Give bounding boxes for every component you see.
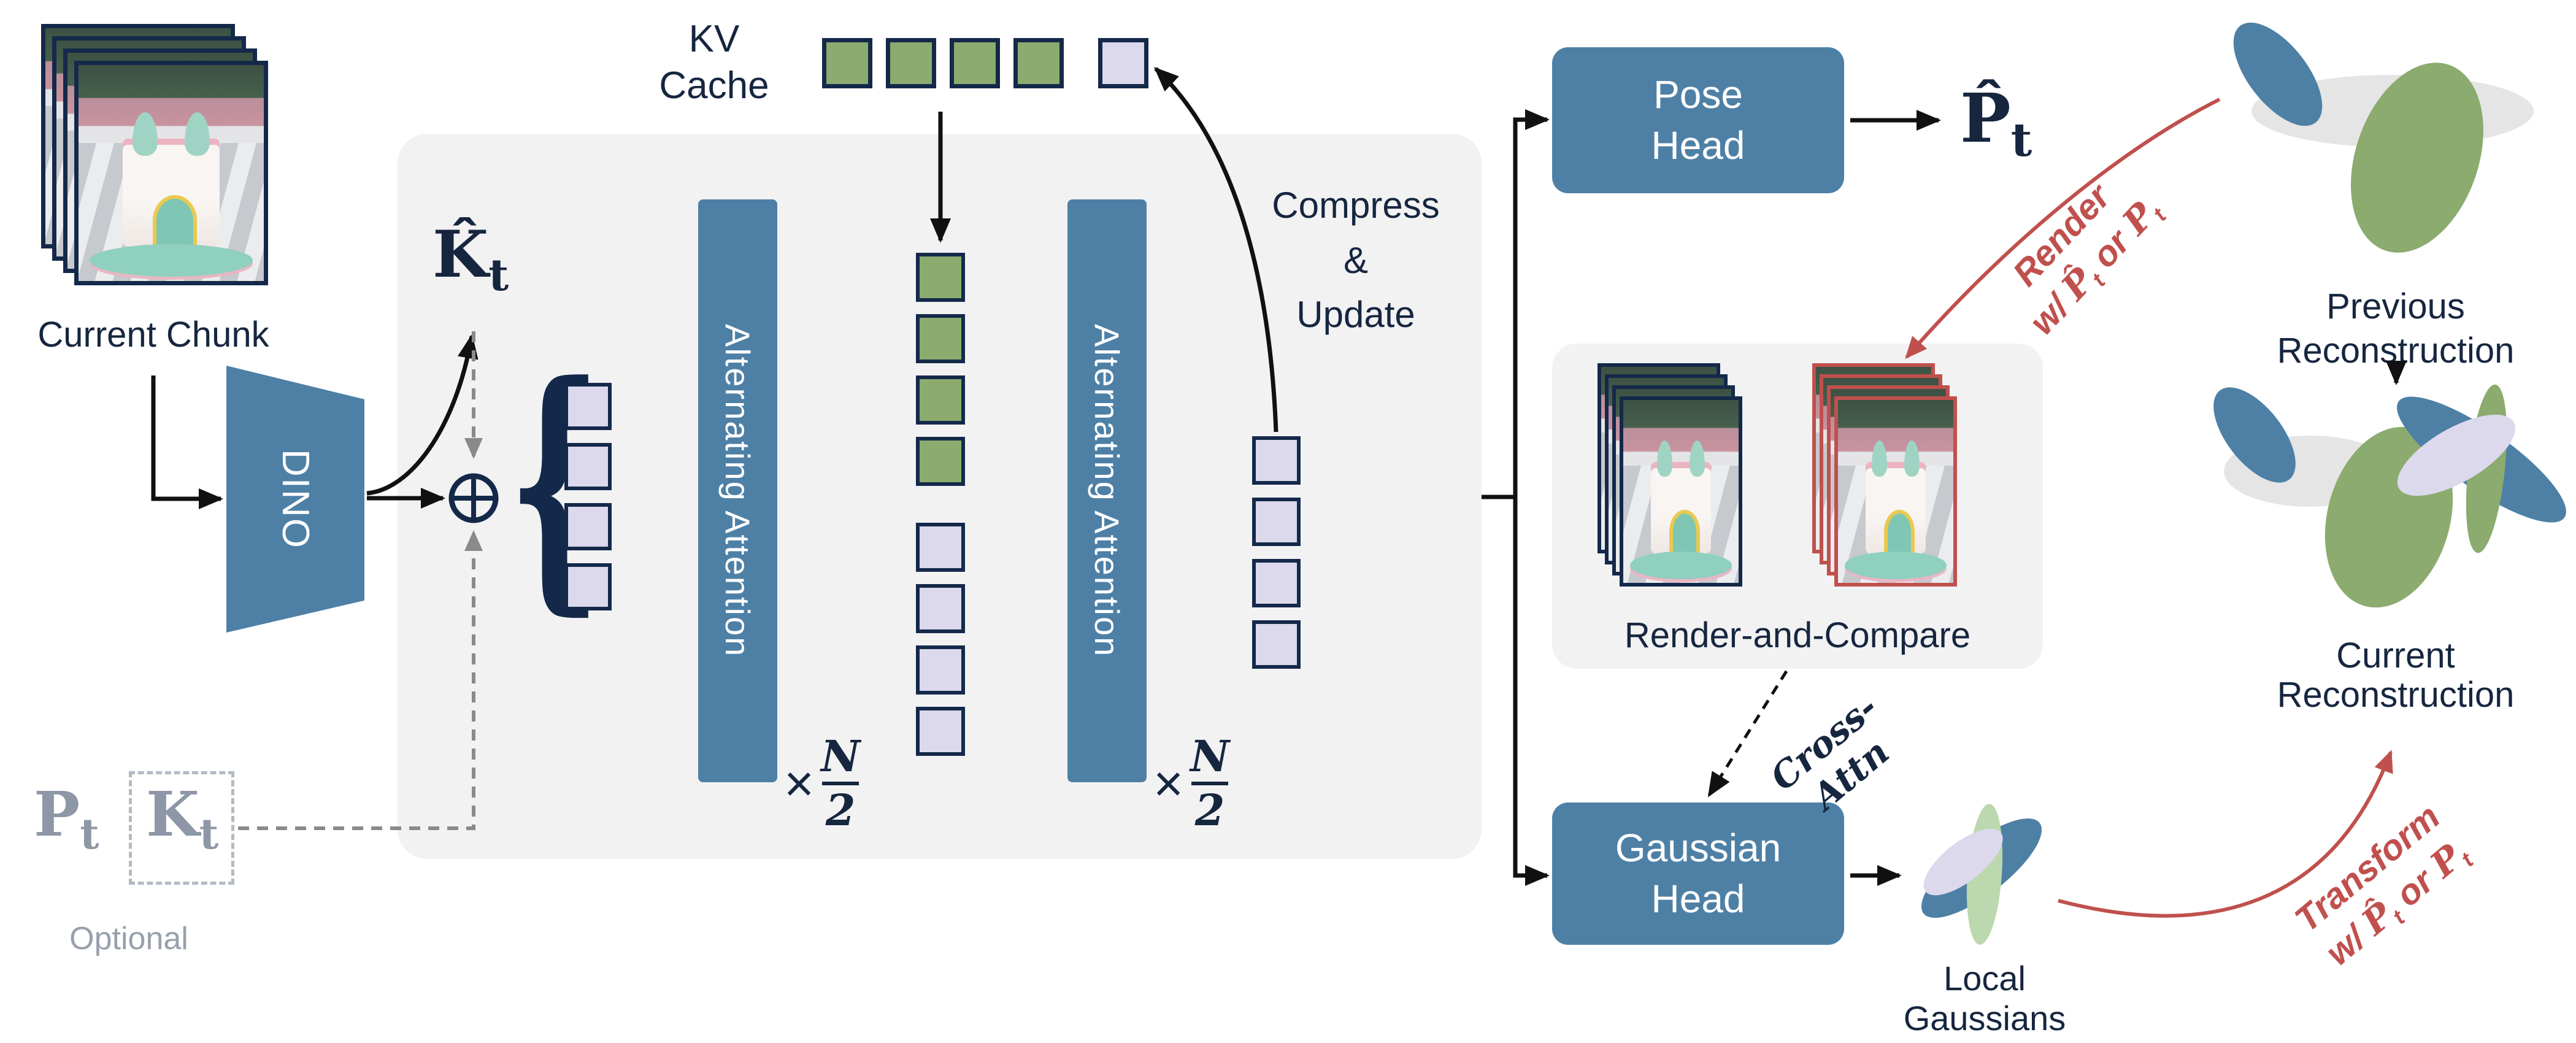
arrow-branch-to-pose [1513,109,1550,497]
intrinsics-given-symbol: Kt [146,778,219,859]
arrow-chunk-to-dino [151,375,223,509]
input-token [564,503,612,550]
output-token [1252,498,1301,546]
input-token [564,563,612,610]
khat-symbol: K̂t [433,216,509,301]
castle-photo [1838,400,1953,583]
compress-update-label2: Update [1296,294,1415,335]
kv-cache-cell [822,38,872,88]
intrinsics-optional-box [129,771,234,885]
cache-token-column [916,253,965,302]
dino-encoder: DINO [226,366,364,633]
gaussian-head-label: Gaussian [1615,825,1782,870]
gt-image-stack [1598,363,1745,590]
cache-token-column [916,437,965,486]
fraction-denominator: 2 [1194,785,1225,836]
castle-photo [79,65,264,281]
repeat-n-over-2-2: × N 2 [1153,735,1230,832]
pose-given-symbol: Pt [34,778,99,859]
input-token [564,443,612,490]
image-token-column [916,645,965,695]
kv-cache-label2: Cache [659,64,769,107]
photo-frame [74,61,268,285]
alternating-attention-block-2: Alternating Attention [1067,199,1147,782]
castle-photo [1623,400,1739,583]
times-symbol: × [784,755,815,812]
cache-token-column [916,314,965,363]
render-with-pose-note: Render w/ P̂t or Pt [1977,146,2183,358]
kv-cache-cell [1013,38,1064,88]
compress-update-amp: & [1343,240,1369,281]
current-recon-label2: Reconstruction [2277,675,2515,715]
arrow-branch-to-gaussian [1513,497,1550,886]
current-recon-label: Current [2336,636,2455,675]
fraction-bar [1191,782,1229,785]
fraction-n-2: N 2 [820,735,861,832]
fraction-numerator: N [1190,731,1230,782]
kv-cache-label: KV [688,18,740,60]
dino-label: DINO [274,449,317,549]
photo-frame [1620,396,1742,587]
alternating-attention-label: Alternating Attention [718,324,757,658]
current-chunk-label: Current Chunk [37,315,269,355]
transform-with-pose-note: Transform w/ P̂t or Pt [2276,787,2491,988]
pose-head-label: Pose [1653,72,1743,117]
input-token [564,383,612,430]
fraction-bar [822,782,859,785]
compress-update-label: Compress [1272,185,1440,226]
alternating-attention-block-1: Alternating Attention [698,199,777,782]
rendered-photo-frame [1834,396,1957,587]
fraction-denominator: 2 [825,785,856,836]
previous-recon-label: Previous [2326,287,2465,326]
output-token [1252,436,1301,485]
cache-token-column [916,375,965,425]
gaussian-head-label2: Head [1651,877,1745,921]
alternating-attention-label: Alternating Attention [1088,324,1126,658]
local-gaussians-label: Local Gaussians [1903,959,2066,1037]
pose-head-box: Pose Head [1552,47,1844,193]
image-token-column [916,523,965,572]
phat-symbol: P̂t [1960,79,2032,167]
gaussian-head-box: Gaussian Head [1552,802,1844,945]
pose-head-label2: Head [1651,123,1745,167]
times-symbol: × [1153,755,1184,812]
current-chunk-stack [41,24,274,288]
image-token-column [916,584,965,633]
kv-cache-cell [886,38,936,88]
output-token [1252,620,1301,669]
image-token-column [916,707,965,756]
output-token [1252,559,1301,607]
kv-cache-new-cell [1098,38,1148,88]
previous-recon-label2: Reconstruction [2277,331,2515,371]
fraction-n-2: N 2 [1190,735,1230,832]
rendered-image-stack [1812,363,1959,590]
kv-cache-cell [950,38,1000,88]
render-compare-label: Render-and-Compare [1624,615,1971,655]
repeat-n-over-2-1: × N 2 [784,735,861,832]
optional-label: Optional [69,921,188,956]
fraction-numerator: N [821,731,861,782]
